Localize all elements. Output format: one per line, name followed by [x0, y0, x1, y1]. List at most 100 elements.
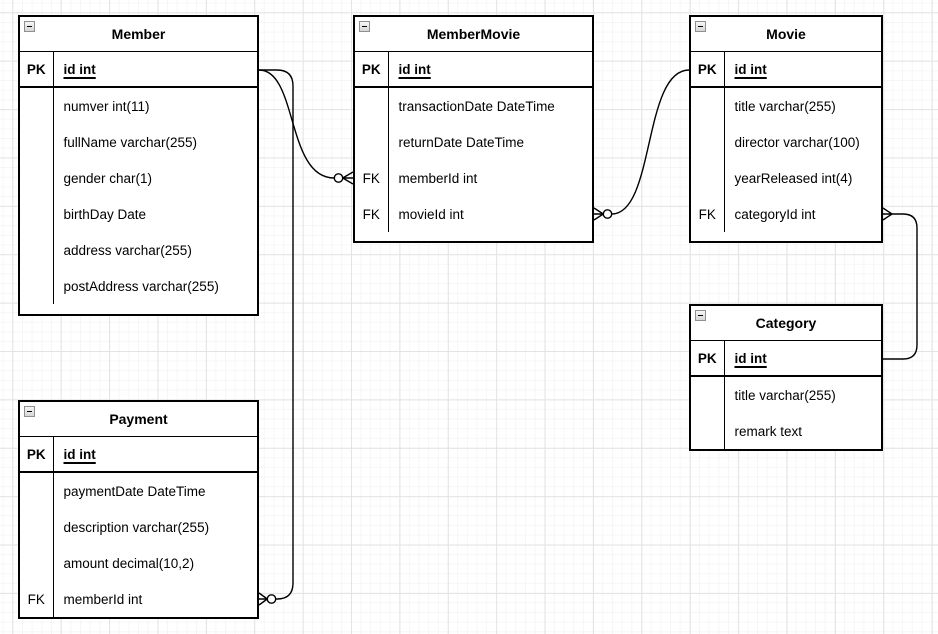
- attribute-cell: id int: [63, 446, 96, 462]
- connector-movie-category[interactable]: [882, 207, 918, 360]
- key-cell: FK: [355, 196, 389, 232]
- key-cell: [691, 413, 725, 449]
- attribute-cell: address varchar(255): [63, 242, 192, 258]
- row-id[interactable]: PK id int: [691, 341, 881, 377]
- connector-line[interactable]: [883, 213, 918, 360]
- table-title: Category: [755, 315, 817, 331]
- attribute-cell: fullName varchar(255): [63, 134, 198, 150]
- attribute-cell: paymentDate DateTime: [63, 483, 206, 499]
- row-paymentdate[interactable]: paymentDate DateTime: [20, 473, 257, 509]
- row-birthday[interactable]: birthDay Date: [20, 196, 257, 232]
- table-bottom-spacer: [691, 232, 881, 241]
- attribute-cell: yearReleased int(4): [734, 170, 853, 186]
- row-amount[interactable]: amount decimal(10,2): [20, 545, 257, 581]
- row-description[interactable]: description varchar(255): [20, 509, 257, 545]
- key-cell: [20, 268, 54, 304]
- key-cell: [691, 88, 725, 124]
- key-cell: FK: [355, 160, 389, 196]
- crows-foot-icon: [593, 207, 604, 221]
- row-id[interactable]: PK id int: [691, 52, 881, 88]
- key-cell: [20, 88, 54, 124]
- crows-foot-icon: [342, 171, 354, 185]
- key-cell: [20, 196, 54, 232]
- row-movieid[interactable]: FK movieId int: [355, 196, 592, 232]
- key-cell: PK: [20, 437, 54, 471]
- attribute-cell: memberId int: [398, 170, 478, 186]
- key-cell: [691, 160, 725, 196]
- zero-cardinality-circle-icon: [602, 209, 613, 219]
- row-title[interactable]: title varchar(255): [691, 88, 881, 124]
- attribute-cell: description varchar(255): [63, 519, 210, 535]
- attribute-cell: id int: [734, 350, 767, 366]
- zero-cardinality-circle-icon: [266, 594, 277, 604]
- key-cell: [691, 124, 725, 160]
- row-numver[interactable]: numver int(11): [20, 88, 257, 124]
- row-transactiondate[interactable]: transactionDate DateTime: [355, 88, 592, 124]
- table-header: Movie: [691, 17, 881, 52]
- key-cell: FK: [20, 581, 54, 617]
- key-cell: [691, 377, 725, 413]
- connector-movie-membermovie[interactable]: [593, 69, 690, 221]
- collapse-minus-icon[interactable]: [24, 21, 35, 32]
- table-bottom-spacer: [20, 304, 257, 314]
- table-title: MemberMovie: [426, 26, 521, 42]
- attribute-cell: memberId int: [63, 591, 143, 607]
- key-cell: [355, 88, 389, 124]
- attribute-cell: categoryId int: [734, 206, 816, 222]
- collapse-minus-icon[interactable]: [24, 406, 35, 417]
- row-title[interactable]: title varchar(255): [691, 377, 881, 413]
- key-cell: [20, 545, 54, 581]
- attribute-cell: gender char(1): [63, 170, 153, 186]
- collapse-minus-icon[interactable]: [695, 310, 706, 321]
- collapse-minus-icon[interactable]: [695, 21, 706, 32]
- row-id[interactable]: PK id int: [20, 437, 257, 473]
- connector-line[interactable]: [259, 69, 294, 600]
- key-cell: PK: [355, 52, 389, 86]
- row-director[interactable]: director varchar(100): [691, 124, 881, 160]
- row-gender[interactable]: gender char(1): [20, 160, 257, 196]
- key-cell: [20, 124, 54, 160]
- attribute-cell: movieId int: [398, 206, 464, 222]
- zero-cardinality-circle-icon: [333, 173, 344, 183]
- key-cell: PK: [691, 52, 725, 86]
- key-cell: [20, 232, 54, 268]
- table-title: Movie: [766, 26, 806, 42]
- attribute-cell: id int: [398, 61, 431, 77]
- row-memberid[interactable]: FK memberId int: [355, 160, 592, 196]
- row-yearreleased[interactable]: yearReleased int(4): [691, 160, 881, 196]
- connector-member-membermovie[interactable]: [258, 69, 354, 185]
- attribute-cell: amount decimal(10,2): [63, 555, 195, 571]
- connector-line[interactable]: [258, 69, 335, 179]
- row-returndate[interactable]: returnDate DateTime: [355, 124, 592, 160]
- row-remark[interactable]: remark text: [691, 413, 881, 449]
- table-title: Member: [111, 26, 166, 42]
- key-cell: [20, 509, 54, 545]
- key-cell: [355, 124, 389, 160]
- collapse-minus-icon[interactable]: [359, 21, 370, 32]
- table-title: Payment: [109, 411, 168, 427]
- attribute-cell: birthDay Date: [63, 206, 147, 222]
- attribute-cell: transactionDate DateTime: [398, 98, 555, 114]
- row-fullname[interactable]: fullName varchar(255): [20, 124, 257, 160]
- attribute-cell: numver int(11): [63, 98, 150, 114]
- connector-line[interactable]: [611, 69, 690, 215]
- table-header: Payment: [20, 402, 257, 437]
- row-id[interactable]: PK id int: [355, 52, 592, 88]
- attribute-cell: id int: [734, 61, 767, 77]
- attribute-cell: postAddress varchar(255): [63, 278, 219, 294]
- attribute-cell: title varchar(255): [734, 98, 836, 114]
- row-memberid[interactable]: FK memberId int: [20, 581, 257, 617]
- key-cell: PK: [691, 341, 725, 375]
- row-postaddress[interactable]: postAddress varchar(255): [20, 268, 257, 304]
- connector-member-payment[interactable]: [258, 69, 294, 606]
- row-address[interactable]: address varchar(255): [20, 232, 257, 268]
- crows-foot-icon: [882, 207, 893, 221]
